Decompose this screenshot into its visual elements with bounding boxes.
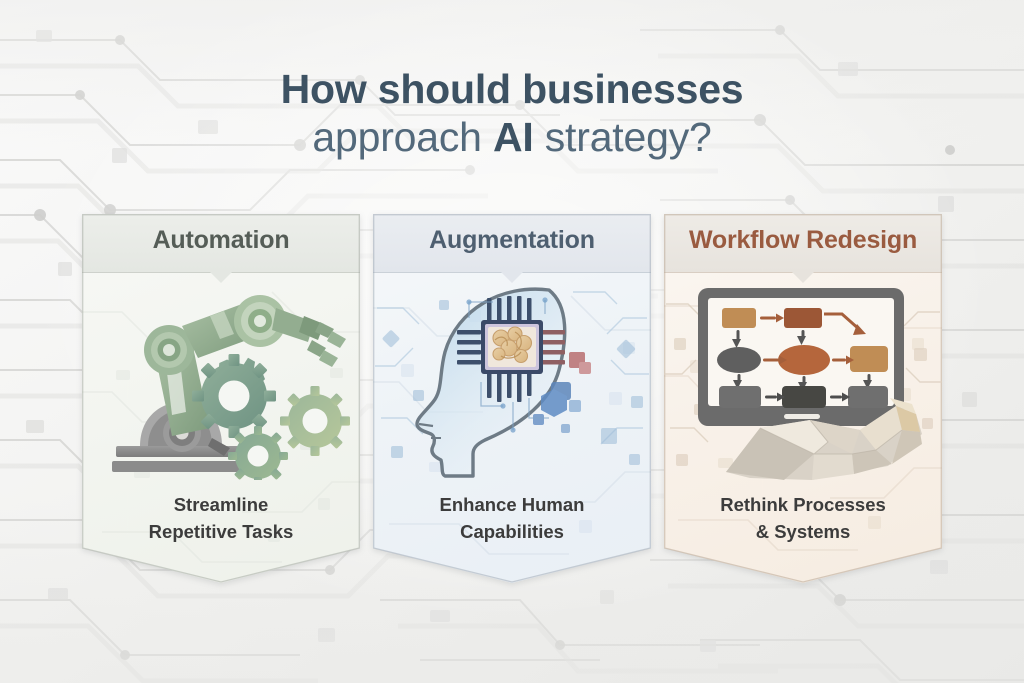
head-profile-ai-chip-icon: [375, 287, 649, 478]
page-title: How should businesses approach AI strate…: [0, 66, 1024, 161]
card-augmentation-heading: Augmentation: [429, 226, 595, 254]
tablet-flowchart-hand-icon: [664, 288, 942, 480]
card-automation[interactable]: Automation: [82, 214, 360, 583]
card-automation-caption: Streamline Repetitive Tasks: [90, 492, 352, 546]
card-augmentation-caption-line-2: Capabilities: [460, 520, 564, 542]
card-workflow-redesign[interactable]: Workflow Redesign: [664, 214, 942, 583]
title-approach-text: approach: [312, 113, 493, 160]
gear-right: [280, 386, 350, 456]
card-workflow-caption-line-1: Rethink Processes: [720, 494, 886, 515]
card-workflow-caption-line-2: & Systems: [755, 520, 851, 542]
title-line-1-text: How should businesses: [280, 66, 744, 112]
title-line-2: approach AI strategy?: [0, 114, 1024, 162]
card-workflow-caption: Rethink Processes & Systems: [672, 492, 934, 546]
card-augmentation-caption-line-1: Enhance Human: [439, 494, 585, 515]
card-automation-caption-line-1: Streamline: [173, 494, 269, 515]
card-automation-heading: Automation: [152, 226, 290, 254]
title-line-1: How should businesses: [0, 66, 1024, 114]
card-augmentation[interactable]: Augmentation: [373, 214, 651, 583]
title-ai-text: AI: [492, 113, 534, 160]
title-strategy-text: strategy?: [533, 113, 712, 160]
card-augmentation-caption: Enhance Human Capabilities: [381, 492, 643, 546]
strategy-cards-row: Automation: [0, 214, 1024, 594]
gear-large: [192, 354, 276, 438]
card-workflow-heading: Workflow Redesign: [688, 226, 918, 254]
robot-arm-gears-icon: [112, 295, 350, 480]
card-automation-caption-line-2: Repetitive Tasks: [148, 520, 294, 542]
